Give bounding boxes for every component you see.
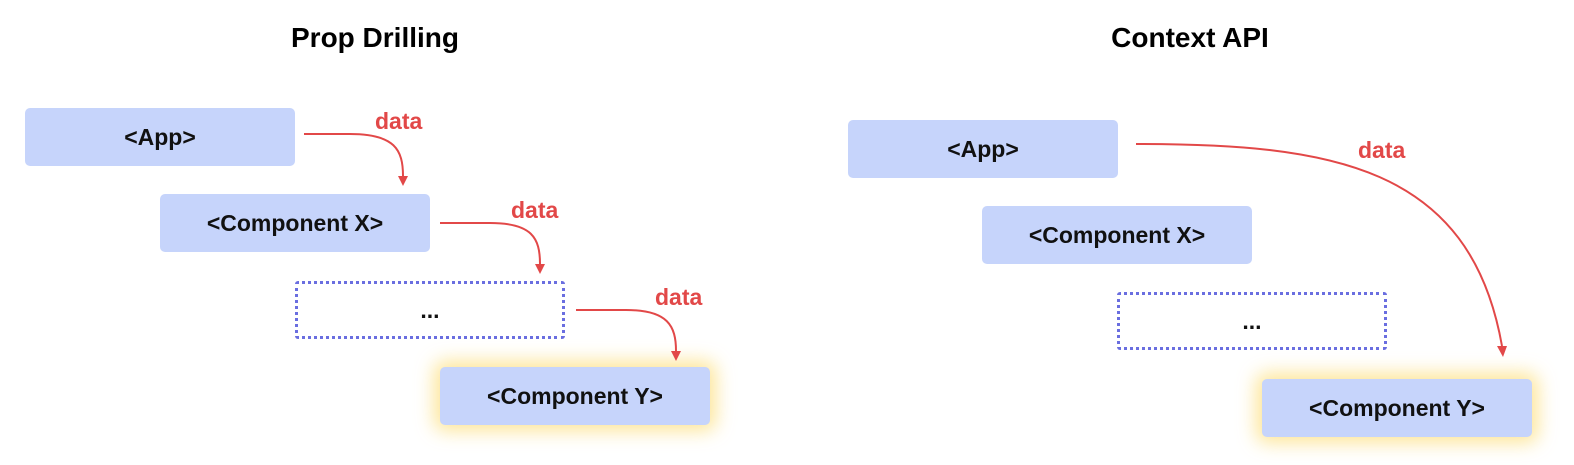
left-data-label-1: data [375,108,423,134]
left-component-x-node: <Component X> [160,194,430,252]
right-ellipsis-node: ... [1117,292,1387,350]
left-arrow-1 [304,133,408,186]
left-app-node: <App> [25,108,295,166]
right-data-label: data [1358,137,1406,163]
left-arrow-2 [440,222,545,274]
left-arrow-3 [576,309,681,361]
right-app-node: <App> [848,120,1118,178]
right-component-y-node: <Component Y> [1262,379,1532,437]
left-data-label-3: data [655,284,703,310]
right-component-x-node: <Component X> [982,206,1252,264]
prop-drilling-title: Prop Drilling [291,22,459,53]
right-arrow [1135,143,1507,357]
left-data-label-2: data [511,197,559,223]
left-component-y-node: <Component Y> [440,367,710,425]
context-api-title: Context API [1111,22,1269,53]
left-ellipsis-node: ... [295,281,565,339]
